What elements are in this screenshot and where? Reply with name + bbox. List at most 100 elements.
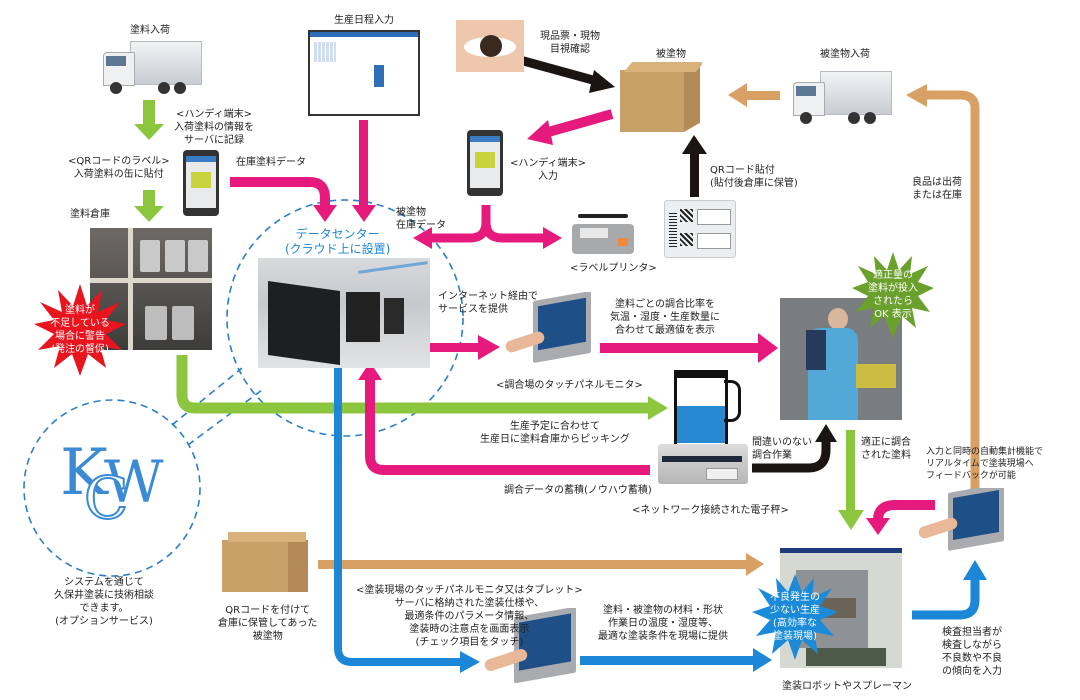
label-line: (チェック項目をタッチ) — [415, 637, 524, 648]
label-line: 被塗物 — [396, 207, 426, 218]
tan-arrow-stored-to-robot — [318, 553, 764, 576]
workpiece-box-image — [620, 62, 702, 134]
ok-line: 塗料が投入 — [868, 283, 918, 294]
kcw-consult-label: システムを通じて 久保井塗装に技術相談 できます。 (オプションサービス) — [54, 576, 154, 628]
label-line: 検査しながら — [942, 640, 1002, 651]
painting-robot-title: 塗装ロボットやスプレーマン — [782, 681, 912, 692]
workpiece-arrival-title: 被塗物入荷 — [820, 49, 870, 60]
label-line: 生産予定に合わせて — [509, 421, 600, 432]
good-shipped-label: 良品は出荷 または在庫 — [912, 176, 962, 202]
label-line: データセンター — [295, 227, 380, 241]
network-scale-image — [656, 368, 750, 490]
label-line: 生産日に塗料倉庫からピッキング — [480, 434, 630, 445]
label-line: (オプションサービス) — [55, 616, 153, 627]
label-line: できます。 — [79, 603, 129, 614]
label-line: 塗料・被塗物の材料・形状 — [603, 605, 723, 616]
workpiece-title: 被塗物 — [656, 49, 686, 60]
label-line: 入力と同時の自動集計機能で — [926, 447, 1044, 457]
logo-letter-c: C — [83, 464, 129, 532]
low-defect-burst: 不良発生の 少ない生産 (高効率な 塗装現場) — [752, 574, 838, 660]
ok-line: されたら — [873, 296, 913, 307]
label-line: または在庫 — [912, 190, 962, 201]
label-printer-title: <ラベルプリンタ> — [570, 263, 657, 274]
logo-letter-w: W — [104, 448, 164, 516]
qr-label-card-image — [664, 200, 736, 258]
ok-line: 適正量の — [873, 270, 913, 281]
green-arrow-mixed-to-robot — [838, 430, 864, 530]
stored-workpiece-label: QRコードを付けて 倉庫に保管してあった 被塗物 — [218, 604, 317, 643]
stock-paint-data-label: 在庫塗料データ — [236, 157, 306, 168]
label-line: 合わせて最適値を表示 — [615, 325, 715, 336]
label-line: 入荷塗料の情報を — [174, 122, 254, 133]
label-line: サービスを提供 — [438, 304, 508, 315]
label-line: (貼付後倉庫に保管) — [710, 178, 798, 189]
dashed-connector — [171, 367, 263, 446]
handy-terminal-image — [183, 150, 219, 216]
magenta-arrow-handy-split — [413, 205, 562, 249]
label-line: された塗料 — [861, 450, 911, 461]
handy-terminal-input-label: <ハンディ端末> 入力 — [510, 157, 586, 183]
low-defect-line: 不良発生の — [770, 592, 820, 603]
magenta-arrow-feedback-to-robot — [866, 500, 935, 535]
low-defect-line: 塗装現場) — [773, 631, 817, 642]
label-line: 塗装時の注意点を画面表示 — [409, 624, 530, 635]
blue-arrow-dc-to-site-panel — [334, 362, 480, 673]
magenta-arrow-schedule — [352, 120, 376, 222]
shortage-warning-burst: 塗料が 不足している 場合に警告 (発注の督促) — [34, 284, 126, 376]
ok-line: OK 表示 — [874, 309, 912, 320]
label-line: 作業日の温度・湿度等、 — [608, 618, 718, 629]
optimal-conditions-label: 塗料・被塗物の材料・形状 作業日の温度・湿度等、 最適な塗装条件を現場に提供 — [598, 604, 728, 643]
accurate-mixing-label: 間違いのない 調合作業 — [752, 436, 812, 462]
label-line: 気温・湿度・生産数量に — [610, 312, 720, 323]
mixing-data-accum-label: 調合データの蓄積(ノウハウ蓄積) — [504, 485, 652, 496]
shortage-line: 塗料が — [64, 305, 95, 316]
handy-terminal-input-image — [467, 130, 503, 196]
shortage-line: 不足している — [50, 318, 110, 329]
paint-arrival-title: 塗料入荷 — [130, 25, 170, 36]
workpiece-stock-data-label: 被塗物 在庫データ — [396, 206, 446, 232]
cloud-dashed-circle — [226, 199, 464, 437]
workpiece-truck-image — [790, 68, 892, 126]
picking-label: 生産予定に合わせて 生産日に塗料倉庫からピッキング — [480, 420, 630, 446]
internet-service-label: インターネット経由で サービスを提供 — [438, 290, 538, 316]
paint-truck-image — [100, 38, 202, 96]
green-arrow-truck-to-label — [134, 100, 164, 140]
blue-arrow-panel-to-robot — [580, 648, 772, 672]
label-line: 入荷塗料の缶に貼付 — [73, 169, 164, 180]
label-line: <QRコードのラベル> — [68, 156, 170, 167]
label-line: システムを通じて — [64, 577, 144, 588]
shortage-line: 場合に警告 — [54, 331, 105, 342]
qr-attach-label: QRコード貼付 (貼付後倉庫に保管) — [710, 164, 798, 190]
black-arrow-eye-to-box — [518, 55, 615, 93]
label-line: QRコード貼付 — [710, 165, 775, 176]
paint-warehouse-title: 塗料倉庫 — [70, 209, 110, 220]
black-arrow-scale-to-worker — [752, 424, 837, 473]
schedule-input-title: 生産日程入力 — [334, 15, 394, 26]
low-defect-line: 少ない生産 — [770, 605, 820, 616]
magenta-arrow-mixing-data-return — [358, 362, 650, 475]
label-line: 久保井塗装に技術相談 — [54, 590, 154, 601]
label-line: 目視確認 — [550, 44, 590, 55]
label-line: QRコードを付けて — [225, 605, 311, 616]
label-line: (クラウド上に設置) — [285, 242, 391, 256]
magenta-arrow-dc-to-touchpanel — [408, 335, 500, 360]
label-line: インターネット経由で — [438, 291, 538, 302]
stored-workpiece-box-image — [222, 530, 310, 592]
logo-dashed-circle — [23, 399, 201, 577]
data-center-photo — [258, 258, 430, 368]
touch-panel-mixing-title: <調合場のタッチパネルモニタ> — [496, 380, 643, 391]
mixing-ratio-label: 塗料ごとの調合比率を 気温・湿度・生産数量に 合わせて最適値を表示 — [610, 298, 720, 337]
label-line: 倉庫に保管してあった — [218, 618, 318, 629]
label-line: フィードバックが可能 — [926, 471, 1016, 481]
label-line: 適正に調合 — [861, 437, 911, 448]
mixing-worker-photo — [780, 298, 902, 420]
label-printer-image — [568, 210, 640, 256]
label-line: 最適条件のパラメータ情報、 — [404, 611, 535, 622]
label-line: リアルタイムで塗装現場へ — [926, 459, 1034, 469]
label-line: 最適な塗装条件を現場に提供 — [598, 631, 728, 642]
blue-arrow-robot-to-inspection — [912, 560, 987, 620]
ok-display-burst: 適正量の 塗料が投入 されたら OK 表示 — [852, 252, 934, 338]
label-line: <ハンディ端末> — [175, 109, 253, 120]
network-scale-title: <ネットワーク接続された電子秤> — [632, 505, 789, 516]
